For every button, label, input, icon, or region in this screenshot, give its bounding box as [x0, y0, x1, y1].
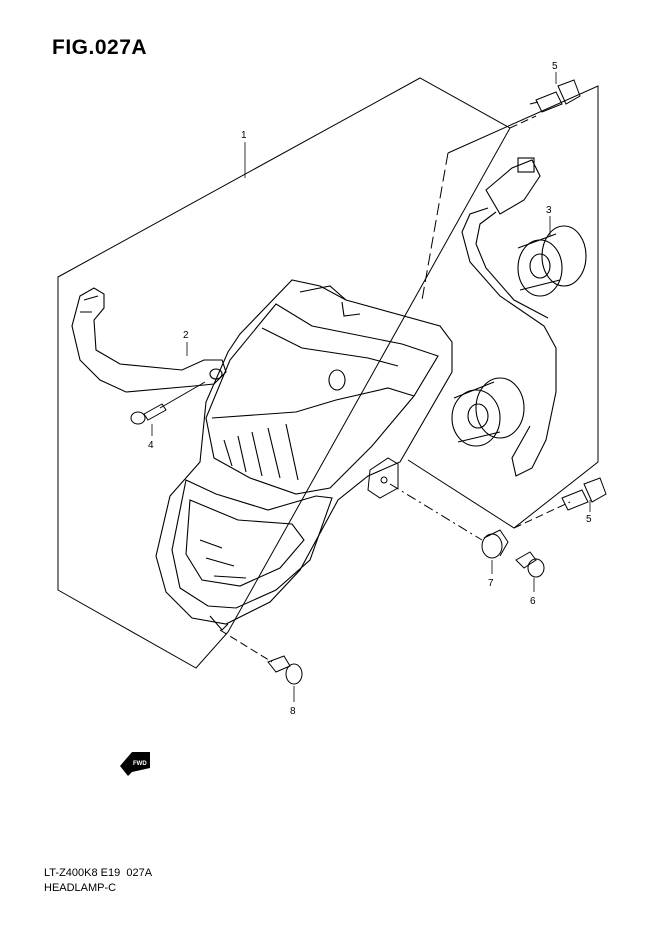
figure-title: FIG.027A [52, 36, 148, 59]
callout-1: 1 [241, 130, 247, 141]
screw-part-4 [130, 403, 167, 425]
leader-line-screw-4 [159, 381, 206, 409]
model-code: LT-Z400K8 E19 027A [44, 867, 153, 879]
assembly-outline-bulbs [407, 85, 599, 529]
drawing-footer: LT-Z400K8 E19 027A HEADLAMP-C [44, 866, 152, 896]
callout-4: 4 [148, 440, 154, 451]
grommet-part-7 [481, 529, 509, 559]
leader-line-screw-5-top [509, 115, 537, 129]
forward-arrow-icon: FWD [120, 752, 150, 776]
screw-part-6 [515, 551, 545, 578]
mount-block [367, 457, 399, 499]
callout-3: 3 [546, 205, 552, 216]
callout-leaders [151, 72, 591, 702]
bracket-part-2 [71, 287, 227, 393]
leader-line-grommet-7 [389, 483, 483, 541]
callout-8: 8 [290, 706, 296, 717]
callout-6: 6 [530, 596, 536, 607]
screw-part-5-right [561, 477, 607, 511]
callout-7: 7 [488, 578, 494, 589]
screw-part-5-top [529, 79, 581, 113]
fwd-label: FWD [133, 761, 147, 767]
screw-part-8 [267, 655, 303, 685]
bulb-socket-harness-part-3 [451, 157, 587, 477]
leader-line-screw-5-right [513, 501, 571, 529]
headlamp-housing [155, 279, 453, 631]
callout-5-right: 5 [586, 514, 592, 525]
leader-line-screw-8 [219, 629, 273, 663]
assembly-outline-bulbs-left [421, 152, 449, 301]
assembly-outline-main [57, 77, 511, 669]
callout-2: 2 [183, 330, 189, 341]
section-name: HEADLAMP-C [44, 882, 117, 894]
callout-5-top: 5 [552, 61, 558, 72]
